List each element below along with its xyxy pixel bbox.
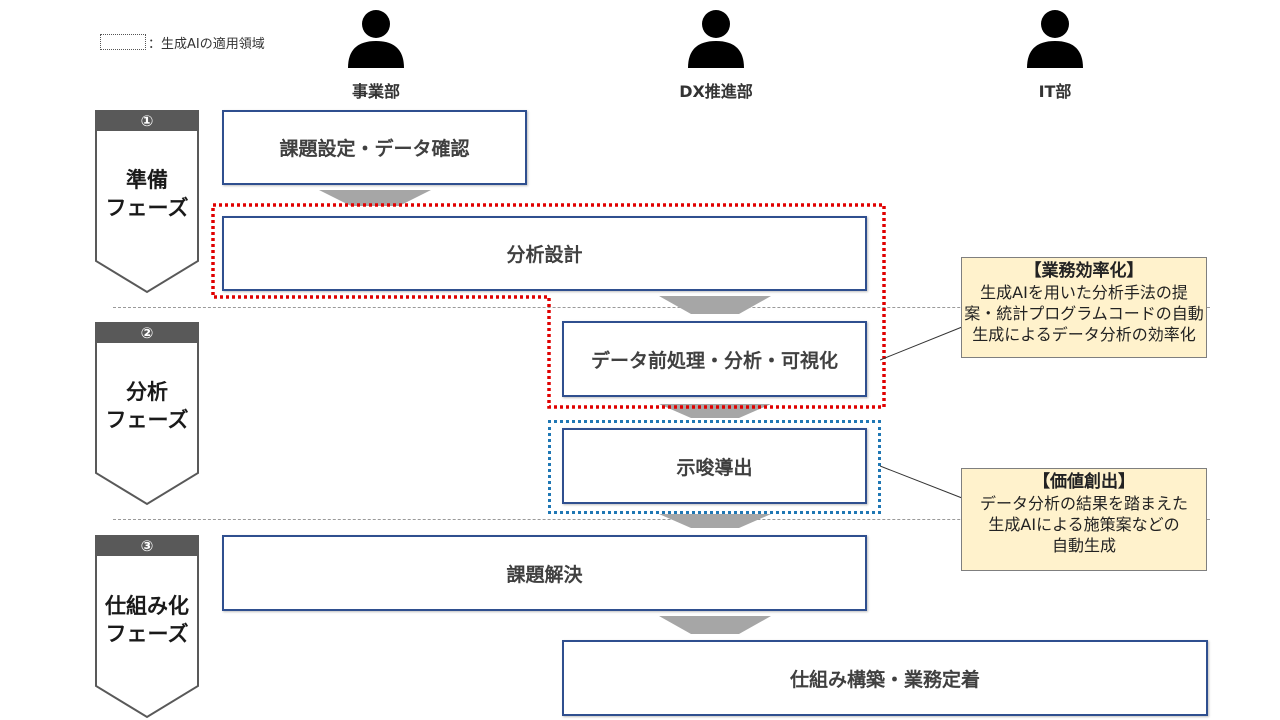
callout-title: 【業務効率化】 <box>1024 261 1144 281</box>
phase-title: 分析 フェーズ <box>95 378 199 434</box>
phase-title-line2: フェーズ <box>105 408 189 432</box>
legend-label: ：生成AIの適用領域 <box>148 36 265 52</box>
phase-number: ① <box>95 111 199 131</box>
callout-line: 自動生成 <box>1051 536 1116 555</box>
step-box-problem-solving: 課題解決 <box>222 535 867 611</box>
phase-title-line1: 分析 <box>126 380 168 404</box>
flow-arrow <box>659 296 771 314</box>
phase-divider <box>113 307 1210 308</box>
phase-title-line1: 準備 <box>126 168 168 192</box>
phase-title: 仕組み化 フェーズ <box>95 592 199 648</box>
phase-title-line2: フェーズ <box>105 622 189 646</box>
callout-value: 【価値創出】 データ分析の結果を踏まえた 生成AIによる施策案などの 自動生成 <box>961 468 1207 571</box>
phase-divider <box>113 519 1210 520</box>
flow-arrow <box>319 190 431 206</box>
callout-line: 生成によるデータ分析の効率化 <box>972 325 1196 344</box>
role-label-business: 事業部 <box>351 82 400 101</box>
person-icon <box>348 10 404 68</box>
step-box-insight: 示唆導出 <box>562 428 867 504</box>
person-icon <box>1027 10 1083 68</box>
role-label-it: IT部 <box>1038 82 1072 101</box>
phase-number: ② <box>95 323 199 343</box>
step-box-preprocess-analysis: データ前処理・分析・可視化 <box>562 321 867 397</box>
callout-line: 生成AIによる施策案などの <box>988 515 1180 534</box>
role-label-dx: DX推進部 <box>679 82 753 101</box>
person-icon <box>688 10 744 68</box>
phase-number: ③ <box>95 536 199 556</box>
flow-arrow <box>659 514 771 528</box>
callout-line: データ分析の結果を踏まえた <box>979 494 1188 513</box>
callout-title: 【価値創出】 <box>1033 472 1135 492</box>
phase-title-line2: フェーズ <box>105 196 189 220</box>
callout-line: 生成AIを用いた分析手法の提 <box>980 283 1188 302</box>
step-box-analysis-design: 分析設計 <box>222 216 867 291</box>
legend-swatch <box>100 34 146 50</box>
phase-title: 準備 フェーズ <box>95 166 199 222</box>
phase-title-line1: 仕組み化 <box>105 594 189 618</box>
step-box-issue-setting: 課題設定・データ確認 <box>222 110 527 185</box>
step-box-system-building: 仕組み構築・業務定着 <box>562 640 1208 716</box>
genai-area-value-outline <box>548 420 881 514</box>
flow-arrow <box>659 616 771 634</box>
legend: ：生成AIの適用領域 <box>100 32 265 52</box>
genai-area-efficiency-outline <box>211 203 886 409</box>
callout-connector <box>880 326 963 499</box>
callout-efficiency: 【業務効率化】 生成AIを用いた分析手法の提 案・統計プログラムコードの自動 生… <box>961 257 1207 358</box>
callout-line: 案・統計プログラムコードの自動 <box>964 304 1204 323</box>
